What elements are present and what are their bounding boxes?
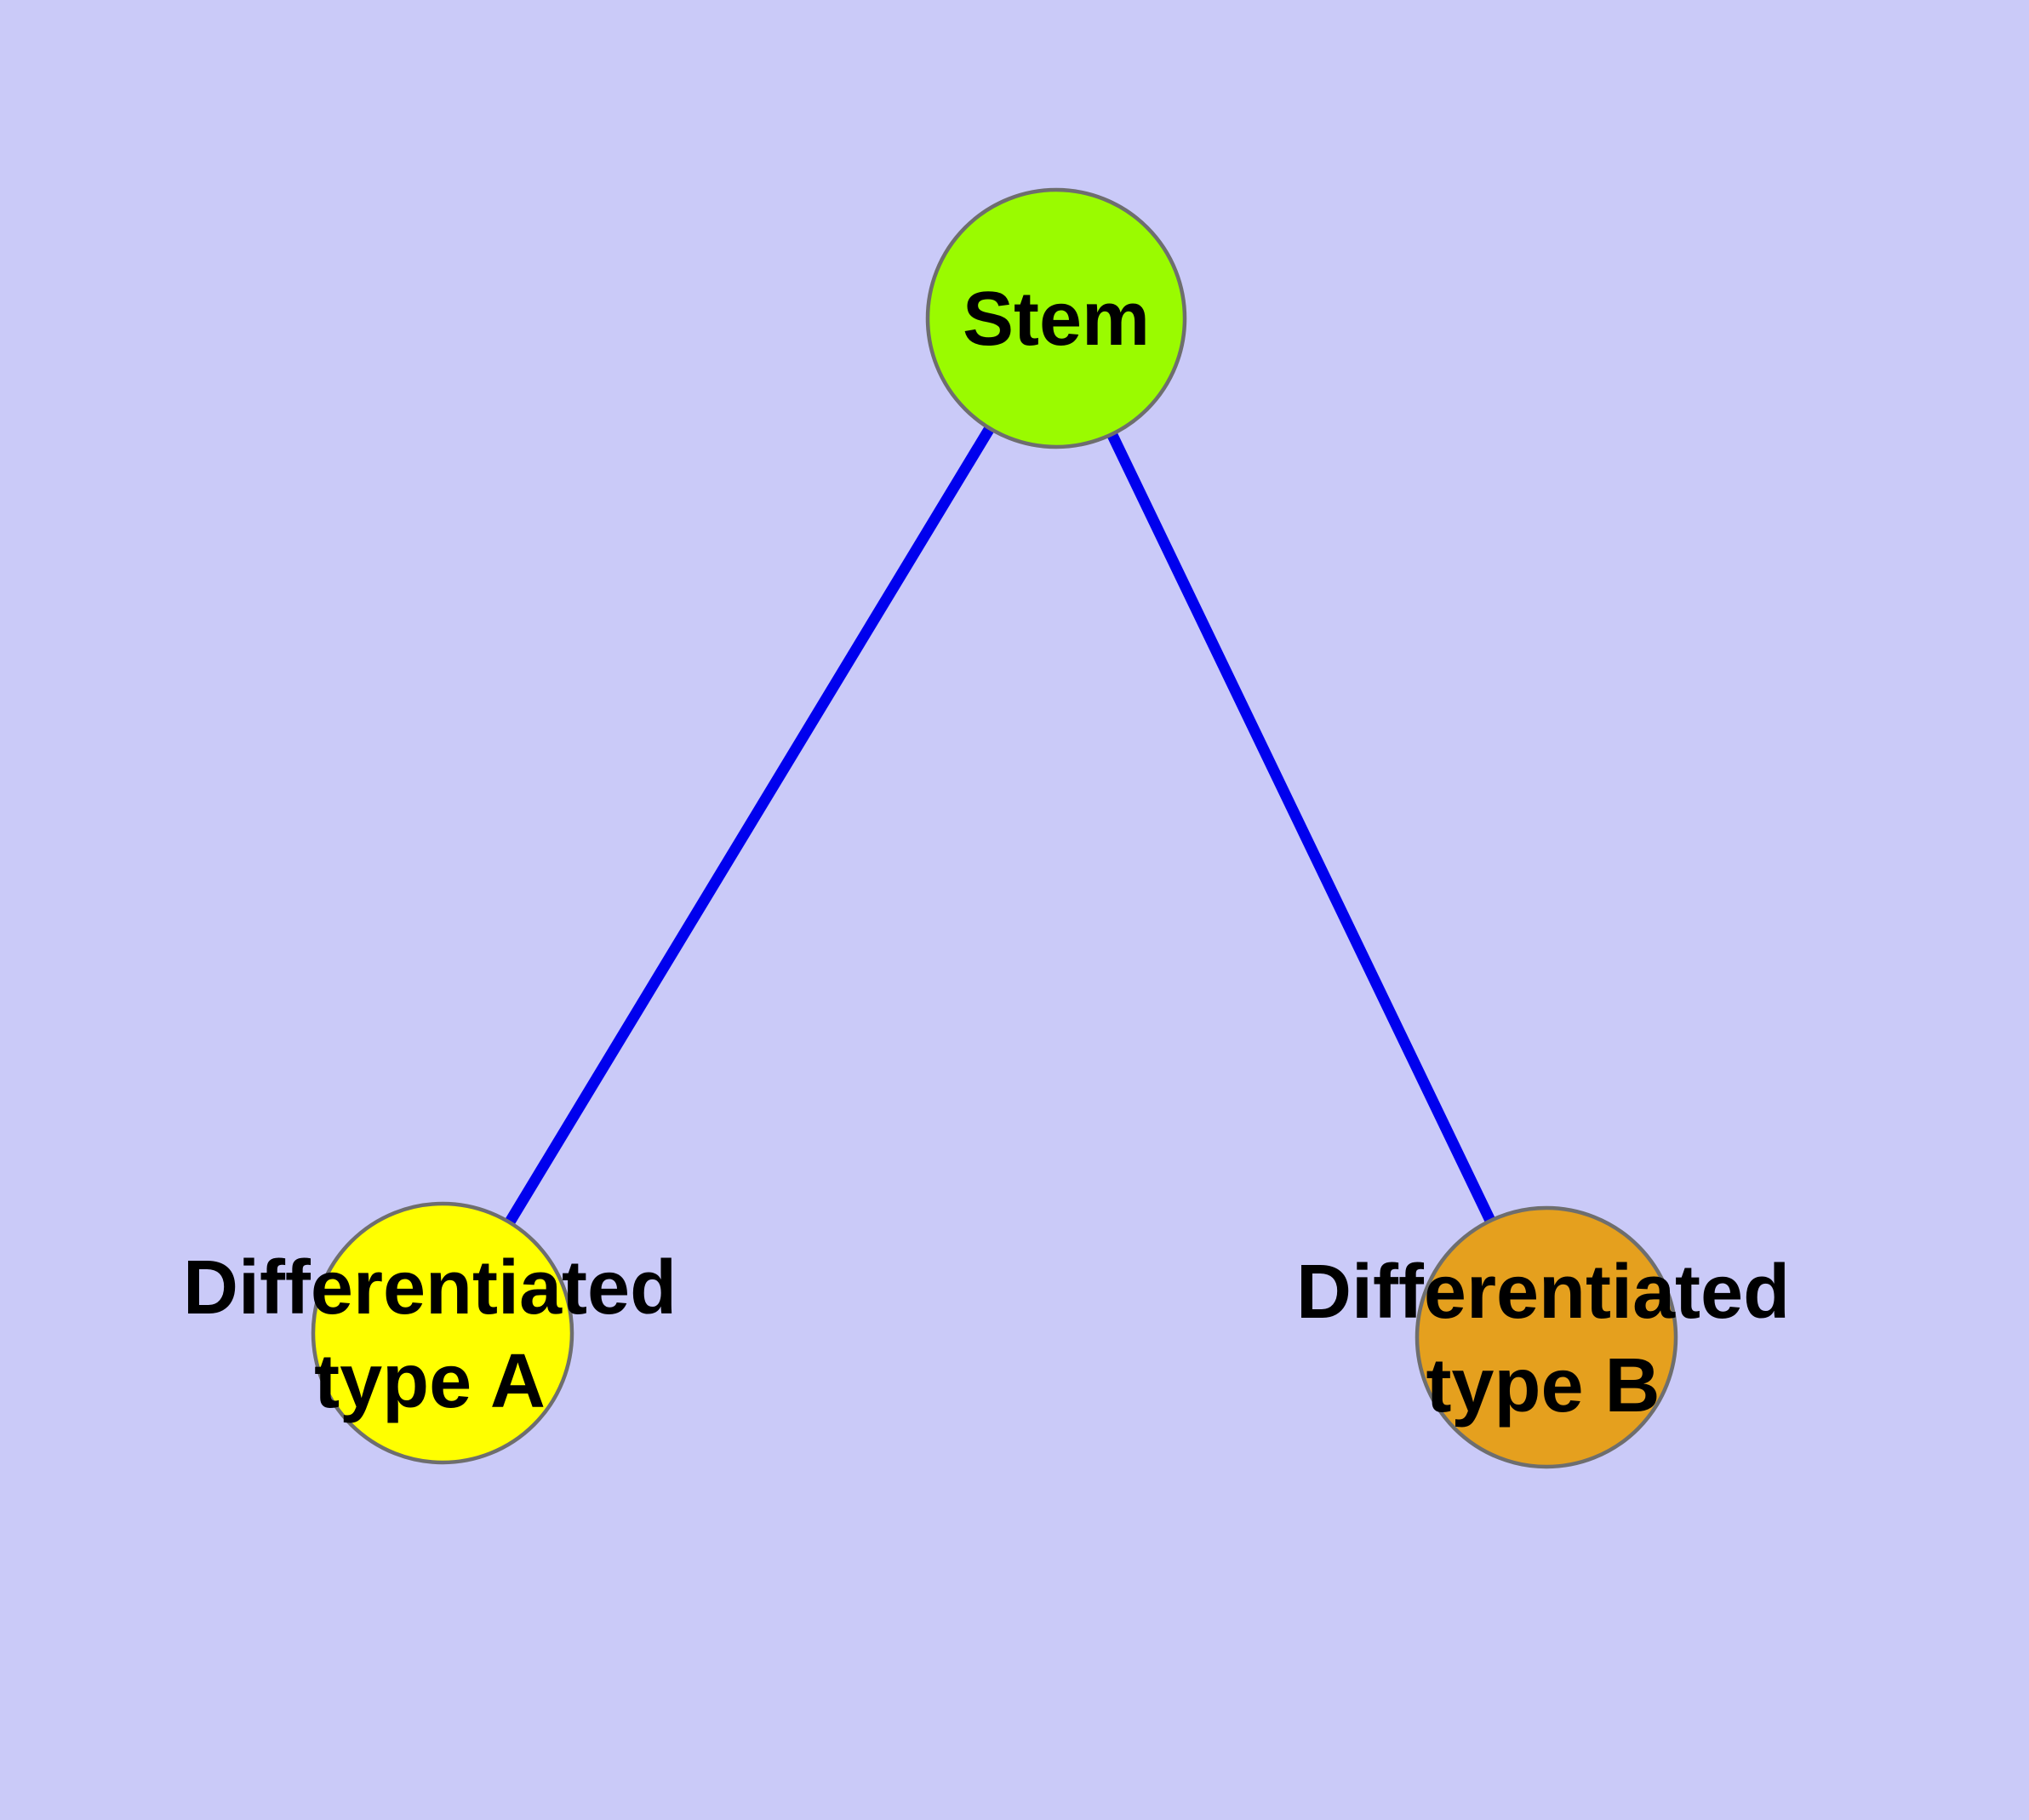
node-differentiated-type-b [1415,1205,1678,1469]
node-label-type-a-line1: Differentiated [182,1245,677,1331]
node-label-type-b-line1: Differentiated [1295,1250,1791,1335]
node-stem [925,187,1187,449]
node-differentiated-type-a [311,1201,574,1465]
node-label-differentiated-type-a: Differentiated type A [183,1241,677,1428]
node-label-type-b-line2: type B [1426,1343,1660,1428]
node-label-stem: Stem [963,272,1150,366]
node-label-type-a-line2: type A [314,1339,546,1424]
node-label-stem-text: Stem [962,277,1151,362]
node-label-differentiated-type-b: Differentiated type B [1296,1245,1790,1433]
edge-stem-to-type-a [437,315,1061,1336]
edge-stem-to-type-b [1051,316,1552,1340]
